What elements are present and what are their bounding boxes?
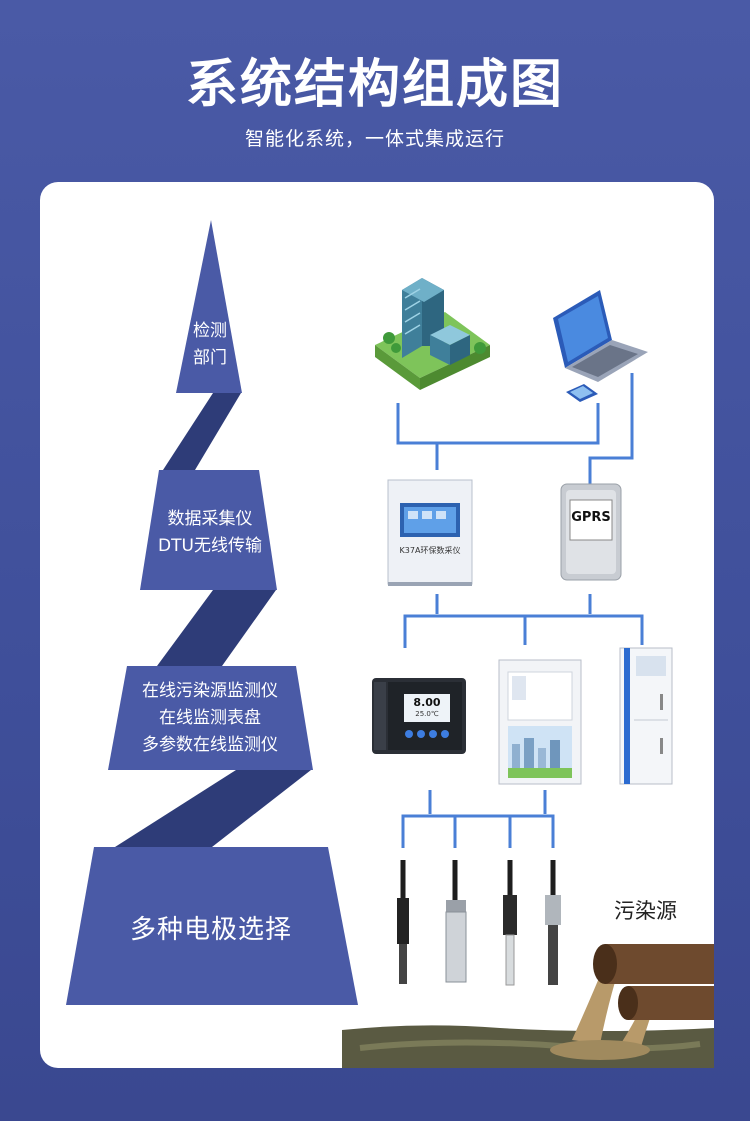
layer-label-4: 多种电极选择 — [96, 912, 326, 948]
layer-1-line-2: 部门 — [193, 348, 227, 368]
pyramid-tier-2 — [140, 470, 277, 590]
electrode-1 — [397, 860, 409, 984]
panel-reading: 8.00 — [413, 696, 441, 709]
panel-meter — [372, 678, 466, 754]
phone-icon — [566, 384, 598, 402]
pyramid-tier-1 — [176, 220, 242, 393]
pyramid-connector-3 — [115, 770, 311, 847]
layer-2-line-2: DTU无线传输 — [158, 536, 262, 556]
page-title: 系统结构组成图 — [185, 55, 564, 115]
connector-lines — [396, 373, 644, 848]
electrode-3 — [503, 860, 517, 986]
gprs-label: GPRS — [571, 510, 611, 525]
pollution-scene-illustration — [342, 944, 714, 1068]
building-icon — [375, 278, 490, 390]
layer-4-line-1: 多种电极选择 — [129, 915, 292, 945]
layer-label-2: 数据采集仪 DTU无线传输 — [145, 506, 275, 560]
pyramid-tier-4 — [66, 847, 358, 1005]
layer-3-line-1: 在线污染源监测仪 — [142, 681, 278, 701]
layer-3-line-3: 多参数在线监测仪 — [142, 735, 278, 755]
tall-monitoring-cabinet — [619, 647, 673, 785]
page-subtitle: 智能化系统，一体式集成运行 — [244, 128, 505, 150]
layer-label-3: 在线污染源监测仪 在线监测表盘 多参数在线监测仪 — [115, 678, 305, 759]
pyramid-tier-3 — [108, 666, 313, 770]
laptop-icon — [553, 290, 648, 382]
panel-reading-unit: 25.0℃ — [415, 710, 439, 718]
pollution-source-label: 污染源 — [614, 899, 677, 923]
layer-1-line-1: 检测 — [193, 321, 227, 341]
data-collector-device — [387, 479, 473, 586]
layer-2-line-1: 数据采集仪 — [167, 509, 253, 529]
pyramid-connector-1 — [163, 393, 241, 470]
electrode-2 — [445, 860, 467, 983]
electrode-4 — [545, 860, 561, 985]
layer-label-1: 检测 部门 — [170, 318, 250, 372]
gprs-module — [560, 483, 622, 581]
layer-3-line-2: 在线监测表盘 — [159, 708, 261, 728]
pyramid-connector-2 — [157, 590, 276, 666]
multi-parameter-cabinet — [498, 659, 582, 785]
data-collector-label: K37A环保数采仪 — [399, 546, 461, 555]
